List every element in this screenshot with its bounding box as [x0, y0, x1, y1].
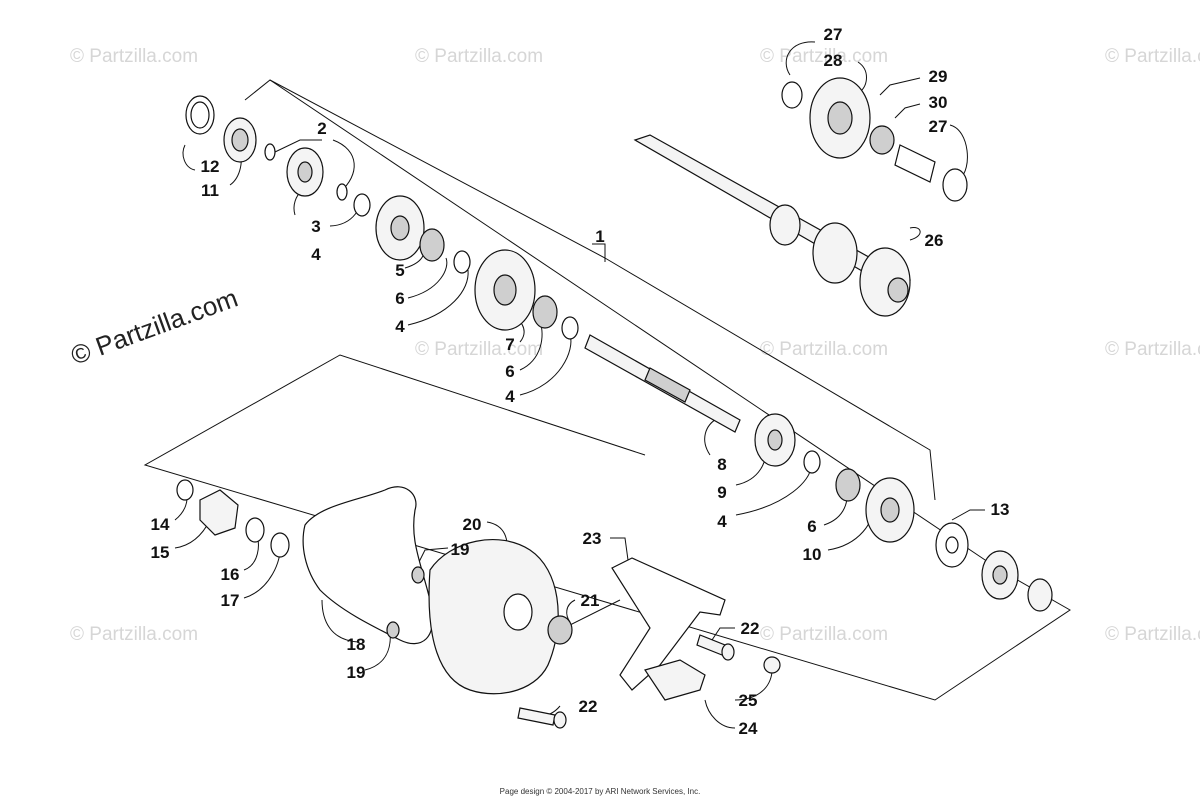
callout-25: 25 — [739, 691, 758, 710]
washer-4 — [803, 450, 821, 474]
callout-27: 27 — [824, 25, 843, 44]
callout-9: 9 — [717, 483, 726, 502]
callout-23: 23 — [583, 529, 602, 548]
screw-25 — [763, 656, 781, 674]
callout-14: 14 — [151, 515, 170, 534]
callout-19: 19 — [451, 540, 470, 559]
dowel-pin-19 — [411, 566, 425, 584]
callout-27: 27 — [929, 117, 948, 136]
spacer-30 — [894, 144, 936, 183]
watermark: © Partzilla.com — [760, 339, 888, 360]
bolt-22 — [696, 634, 726, 656]
callout-4: 4 — [505, 387, 515, 406]
bearing-29 — [869, 125, 895, 155]
parts — [176, 77, 1053, 729]
gasket-18 — [302, 486, 434, 645]
washer-27 — [942, 168, 968, 202]
watermark-main: © Partzilla.com — [67, 283, 242, 371]
washer-16 — [245, 517, 265, 543]
bearing-6 — [532, 295, 558, 329]
washer-4 — [561, 316, 579, 340]
callout-15: 15 — [151, 543, 170, 562]
callout-28: 28 — [824, 51, 843, 70]
callout-4: 4 — [717, 512, 727, 531]
snap-ring — [336, 183, 348, 201]
bearing-6 — [835, 468, 861, 502]
callout-24: 24 — [739, 719, 758, 738]
callout-6: 6 — [395, 289, 404, 308]
callout-20: 20 — [463, 515, 482, 534]
callout-18: 18 — [347, 635, 366, 654]
watermark: © Partzilla.com — [415, 339, 543, 360]
dowel-pin-19 — [386, 621, 400, 639]
watermark: © Partzilla.com — [760, 46, 888, 67]
callout-12: 12 — [201, 157, 220, 176]
callout-6: 6 — [807, 517, 816, 536]
washer-27 — [781, 81, 803, 109]
callout-21: 21 — [581, 591, 600, 610]
callout-22: 22 — [741, 619, 760, 638]
snap-ring-14 — [176, 479, 194, 501]
callout-16: 16 — [221, 565, 240, 584]
watermark: © Partzilla.com — [415, 46, 543, 67]
snap-ring-17 — [270, 532, 290, 558]
callout-labels: 1 2 3 4 5 6 4 7 6 4 8 9 4 6 10 11 12 13 … — [151, 25, 1010, 738]
callout-1: 1 — [595, 227, 604, 246]
callout-7: 7 — [505, 335, 514, 354]
callout-4: 4 — [311, 245, 321, 264]
callout-13: 13 — [991, 500, 1010, 519]
bearing-6 — [419, 228, 445, 262]
nut — [1027, 578, 1053, 612]
watermark: © Partzilla.com — [70, 624, 198, 645]
seal-21 — [547, 615, 573, 645]
leader-lines — [174, 41, 985, 729]
nut-15 — [199, 489, 239, 536]
callout-8: 8 — [717, 455, 726, 474]
watermark: © Partzilla.com — [1105, 339, 1200, 360]
callout-17: 17 — [221, 591, 240, 610]
callout-19: 19 — [347, 663, 366, 682]
washer-4 — [453, 250, 471, 274]
callout-5: 5 — [395, 261, 404, 280]
bolt-22 — [517, 707, 556, 726]
watermark: © Partzilla.com — [760, 624, 888, 645]
gear-26 — [812, 222, 858, 284]
callout-10: 10 — [803, 545, 822, 564]
callout-30: 30 — [929, 93, 948, 112]
callout-29: 29 — [929, 67, 948, 86]
snap-ring — [264, 143, 276, 161]
callout-2: 2 — [317, 119, 326, 138]
callout-22: 22 — [579, 697, 598, 716]
sensor-24 — [644, 659, 706, 701]
callout-11: 11 — [201, 181, 219, 200]
watermark: © Partzilla.com — [1105, 46, 1200, 67]
callout-6: 6 — [505, 362, 514, 381]
cover-20 — [428, 539, 559, 695]
copyright-footer: Page design © 2004-2017 by ARI Network S… — [500, 787, 701, 796]
callout-26: 26 — [925, 231, 944, 250]
watermark: © Partzilla.com — [1105, 624, 1200, 645]
watermark: © Partzilla.com — [70, 46, 198, 67]
callout-4: 4 — [395, 317, 405, 336]
washer-4 — [353, 193, 371, 217]
callout-3: 3 — [311, 217, 320, 236]
bracket-23 — [611, 557, 726, 691]
